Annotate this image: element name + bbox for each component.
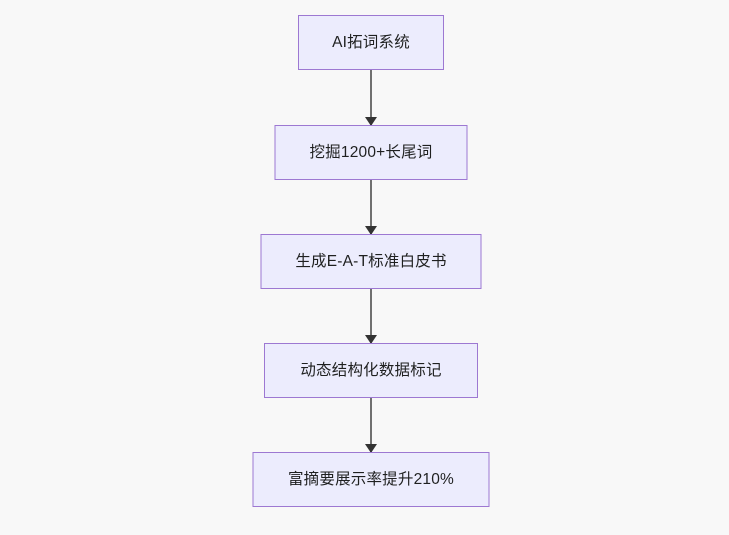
flow-node-label: 富摘要展示率提升210% [287, 470, 455, 488]
flow-node-label: 挖掘1200+长尾词 [309, 143, 433, 161]
edge-line [370, 70, 372, 125]
flow-node-generate-eat-whitepaper[interactable]: 生成E-A-T标准白皮书 [260, 234, 482, 289]
flow-node-label: 生成E-A-T标准白皮书 [295, 252, 447, 270]
arrow-head-icon [365, 444, 377, 453]
edge-line [370, 398, 372, 452]
flow-node-label: 动态结构化数据标记 [300, 361, 442, 379]
flow-node-ai-keyword-system[interactable]: AI拓词系统 [298, 15, 444, 70]
arrow-head-icon [365, 117, 377, 126]
flow-node-mine-longtail[interactable]: 挖掘1200+长尾词 [274, 125, 468, 180]
arrow-head-icon [365, 226, 377, 235]
arrow-head-icon [365, 335, 377, 344]
edge-line [370, 289, 372, 343]
flow-node-rich-snippet-result[interactable]: 富摘要展示率提升210% [252, 452, 490, 507]
flow-node-dynamic-structured-data[interactable]: 动态结构化数据标记 [264, 343, 478, 398]
flow-node-label: AI拓词系统 [332, 33, 410, 51]
edge-line [370, 180, 372, 234]
